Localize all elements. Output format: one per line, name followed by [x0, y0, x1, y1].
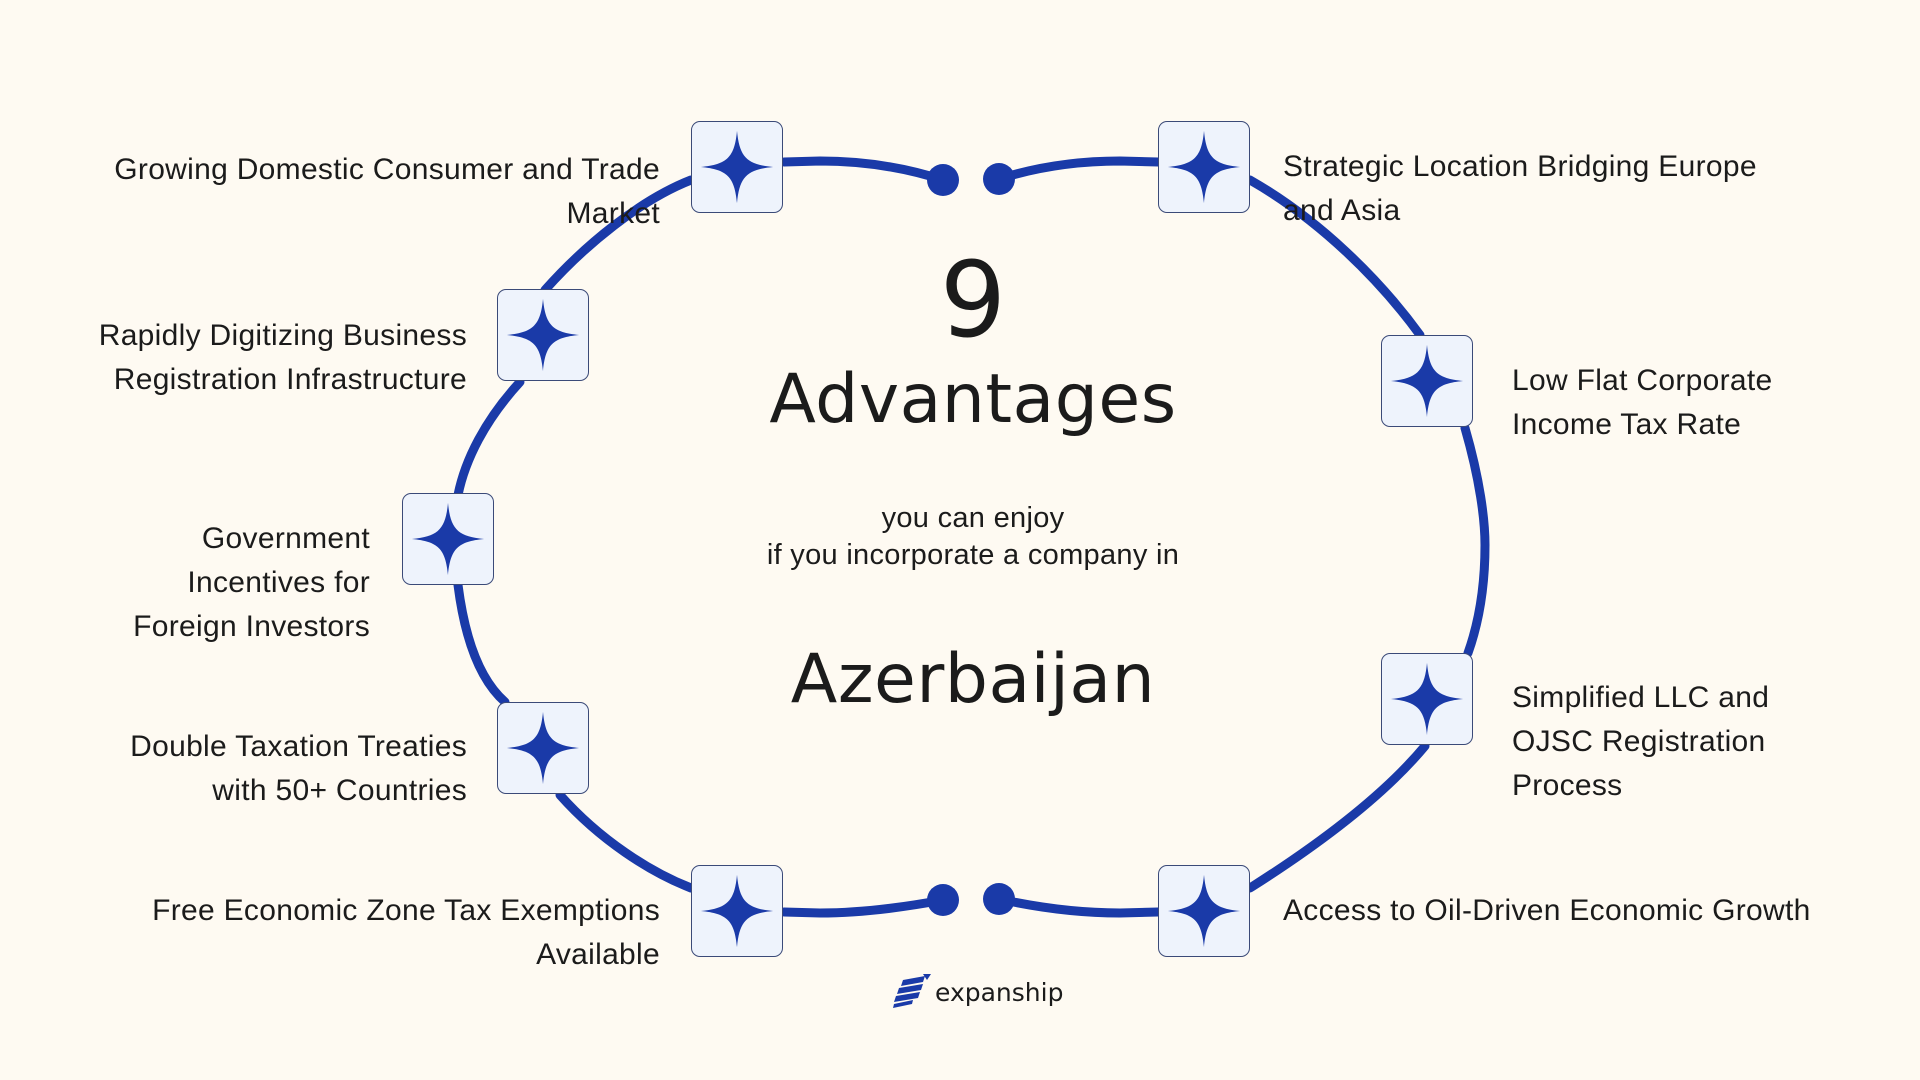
advantage-label-2: Rapidly Digitizing Business Registration…	[99, 314, 467, 402]
advantage-label-line: Simplified LLC and	[1512, 681, 1770, 714]
advantage-label-line: Low Flat Corporate	[1512, 364, 1773, 397]
sparkle-icon	[1167, 874, 1241, 948]
advantage-icon-box-6	[1158, 121, 1250, 213]
advantage-label-line: Process	[1512, 769, 1623, 802]
advantage-label-line: Registration Infrastructure	[113, 363, 467, 396]
advantage-label-1: Growing Domestic Consumer and Trade Mark…	[114, 148, 660, 236]
advantage-label-line: and Asia	[1283, 194, 1401, 227]
advantage-icon-box-4	[497, 702, 589, 794]
subtitle: you can enjoy if you incorporate a compa…	[673, 500, 1273, 574]
sparkle-icon	[506, 711, 580, 785]
advantage-label-line: Incentives for	[187, 566, 370, 599]
connector-dot-bottom-left	[927, 884, 959, 916]
advantage-label-3: Government Incentives for Foreign Invest…	[133, 517, 370, 649]
advantage-label-7: Low Flat Corporate Income Tax Rate	[1512, 359, 1773, 447]
advantage-label-line: Free Economic Zone Tax Exemptions	[152, 894, 660, 927]
advantages-count: 9	[939, 239, 1007, 361]
advantage-label-line: Market	[566, 197, 660, 230]
advantage-label-line: Rapidly Digitizing Business	[98, 319, 467, 352]
advantage-label-line: Growing Domestic Consumer and Trade	[114, 153, 660, 186]
advantage-label-line: Access to Oil-Driven Economic Growth	[1283, 894, 1811, 927]
headline: Advantages	[769, 360, 1177, 439]
country-name: Azerbaijan	[790, 640, 1156, 719]
advantage-label-line: with 50+ Countries	[212, 774, 467, 807]
advantage-label-8: Simplified LLC and OJSC Registration Pro…	[1512, 676, 1769, 808]
advantage-label-line: Available	[536, 938, 660, 971]
subtitle-line-1: you can enjoy	[881, 502, 1065, 534]
advantage-icon-box-8	[1381, 653, 1473, 745]
sparkle-icon	[1390, 344, 1464, 418]
advantage-label-line: Government	[201, 522, 370, 555]
brand-logo: expanship	[893, 974, 1063, 1010]
advantage-label-9: Access to Oil-Driven Economic Growth	[1283, 889, 1811, 933]
sparkle-icon	[700, 874, 774, 948]
advantage-icon-box-9	[1158, 865, 1250, 957]
advantage-icon-box-3	[402, 493, 494, 585]
sparkle-icon	[1167, 130, 1241, 204]
advantage-label-4: Double Taxation Treaties with 50+ Countr…	[130, 725, 467, 813]
sparkle-icon	[506, 298, 580, 372]
sparkle-icon	[1390, 662, 1464, 736]
connector-dot-top-right	[983, 163, 1015, 195]
advantage-label-line: Double Taxation Treaties	[130, 730, 467, 763]
advantage-icon-box-7	[1381, 335, 1473, 427]
connector-dot-top-left	[927, 164, 959, 196]
advantage-icon-box-1	[691, 121, 783, 213]
advantage-label-line: Foreign Investors	[133, 610, 370, 643]
sparkle-icon	[700, 130, 774, 204]
advantage-label-line: Strategic Location Bridging Europe	[1283, 150, 1757, 183]
sparkle-icon	[411, 502, 485, 576]
advantage-icon-box-2	[497, 289, 589, 381]
subtitle-line-2: if you incorporate a company in	[766, 539, 1180, 571]
logo-text: expanship	[935, 977, 1064, 1007]
advantage-label-line: Income Tax Rate	[1512, 408, 1742, 441]
advantage-label-5: Free Economic Zone Tax Exemptions Availa…	[152, 889, 660, 977]
advantage-icon-box-5	[691, 865, 783, 957]
connector-dot-bottom-right	[983, 883, 1015, 915]
advantage-label-6: Strategic Location Bridging Europe and A…	[1283, 145, 1757, 233]
expanship-logo-icon	[893, 974, 931, 1008]
advantage-label-line: OJSC Registration	[1512, 725, 1766, 758]
